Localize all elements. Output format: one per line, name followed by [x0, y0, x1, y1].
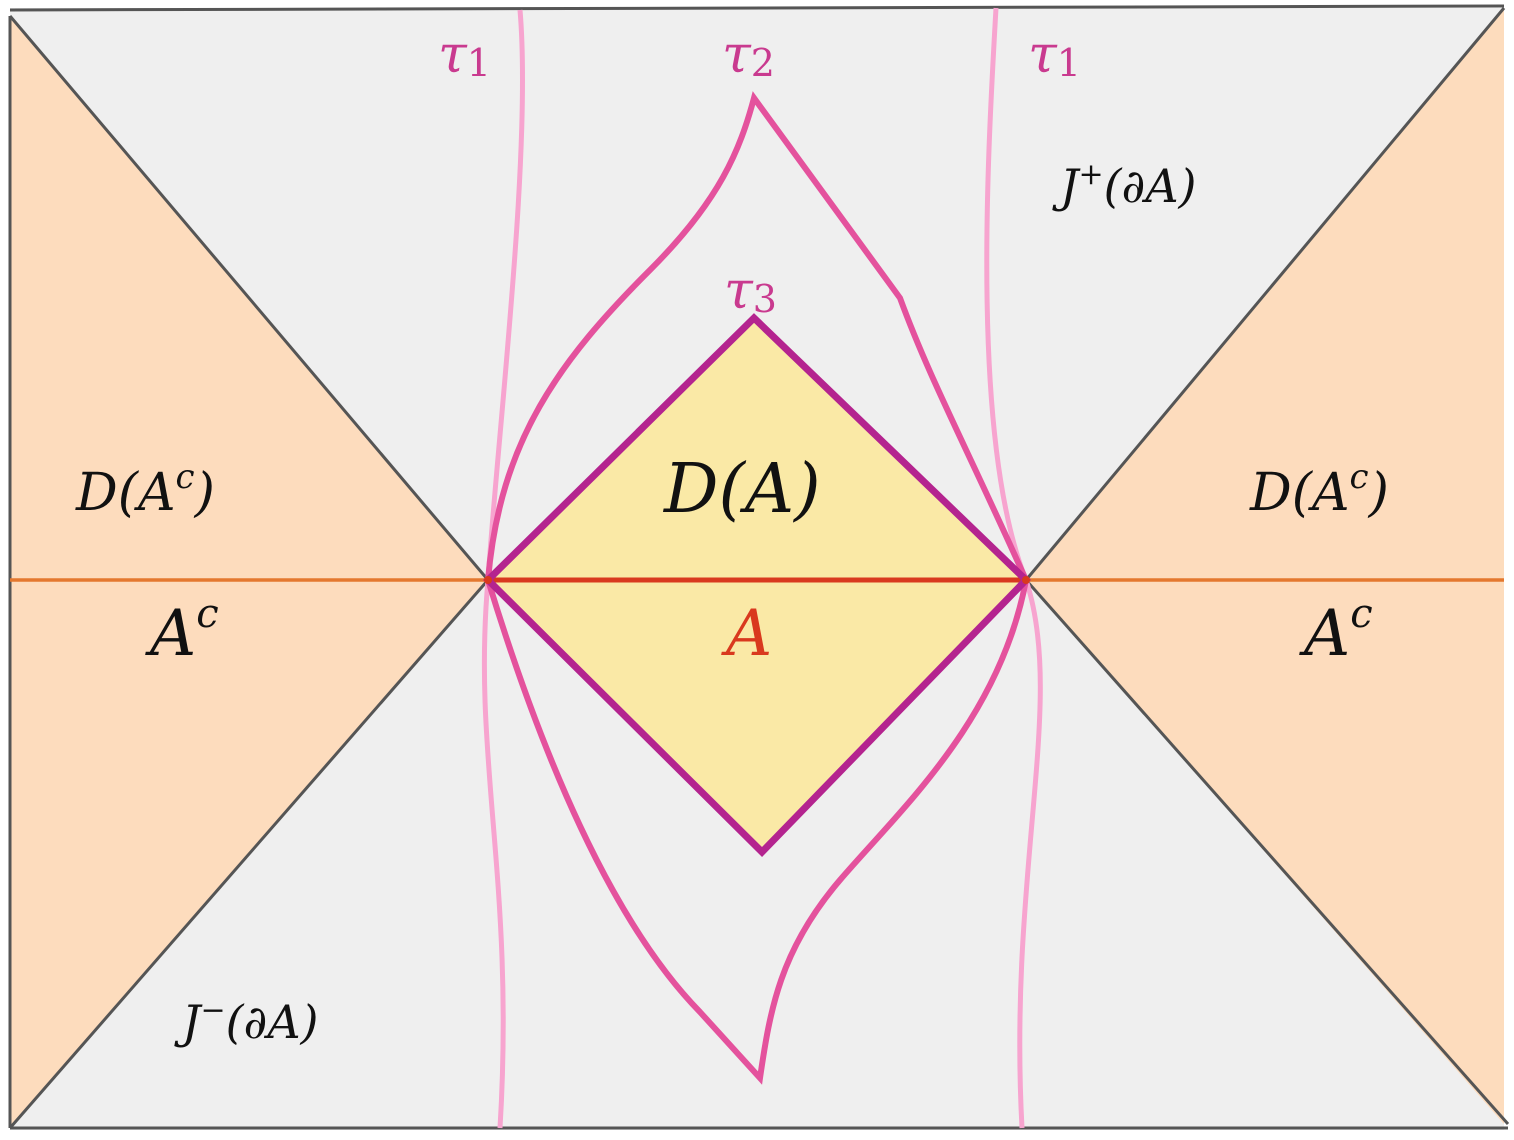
left-complement-domain-label: D(Ac): [75, 457, 215, 523]
left-complement-slice-label: Ac: [145, 591, 219, 671]
tau1-left-label: τ1: [438, 25, 491, 85]
future-light-cone-label: J+(∂A): [1052, 157, 1197, 213]
left-endpoint: [484, 576, 492, 584]
tau1-right-label: τ1: [1028, 25, 1081, 85]
right-complement-slice-label: Ac: [1299, 591, 1373, 671]
past-light-cone-label: J−(∂A): [174, 993, 319, 1049]
right-endpoint: [1022, 576, 1030, 584]
domain-of-dependence-label: D(A): [662, 450, 821, 529]
right-complement-domain-label: D(Ac): [1249, 457, 1389, 523]
slice-A-label: A: [721, 597, 772, 671]
light-cone-lines: [8, 4, 1510, 1130]
tau2-label: τ2: [722, 25, 775, 85]
right-complement-domain: [1026, 8, 1504, 1124]
tau2-curve: [484, 91, 1030, 1085]
tau3-label: τ3: [724, 261, 777, 321]
left-complement-domain: [10, 16, 488, 1128]
